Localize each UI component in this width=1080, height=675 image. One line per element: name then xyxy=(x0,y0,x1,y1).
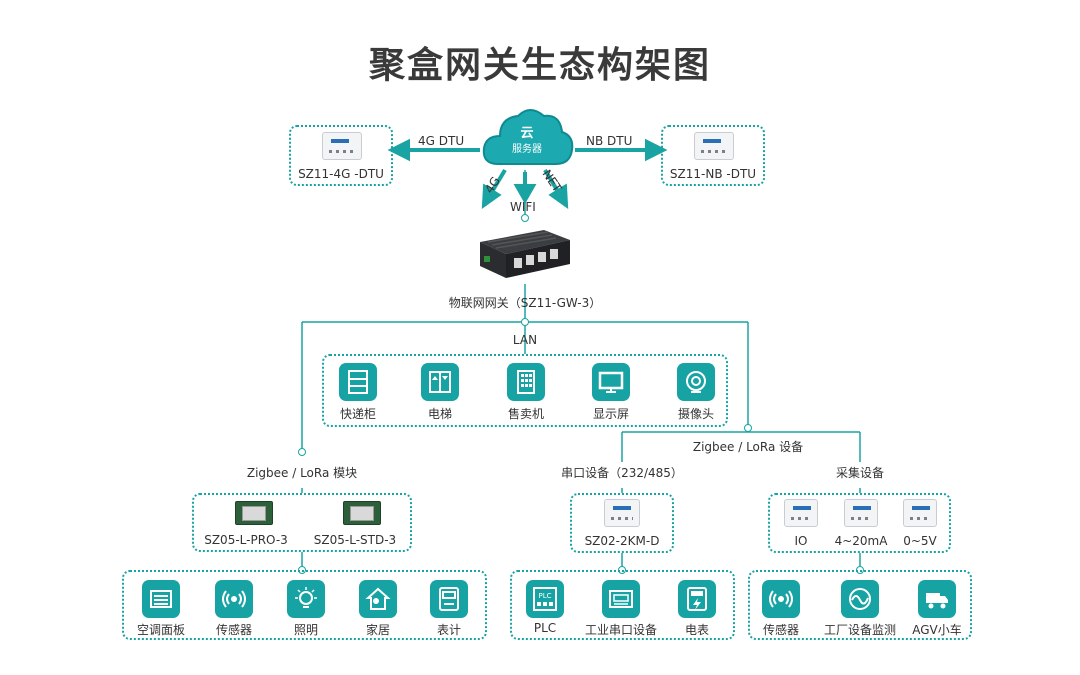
dtu-nb-box xyxy=(661,125,765,186)
elevator-icon xyxy=(421,363,459,401)
connector-node xyxy=(744,424,752,432)
dtu-4g-device xyxy=(322,132,362,160)
connector-node xyxy=(298,448,306,456)
power-meter-icon xyxy=(678,580,716,618)
serial-device xyxy=(604,499,640,527)
serial-device-icon xyxy=(602,580,640,618)
acquisition-device-4-20ma xyxy=(844,499,878,527)
link-label-4g-dtu: 4G DTU xyxy=(418,134,465,148)
connector-node xyxy=(521,214,529,222)
serial-group-label: 串口设备（232/485） xyxy=(561,466,683,480)
lan-item-label: 摄像头 xyxy=(677,407,715,421)
dtu-nb-device xyxy=(694,132,734,160)
module-group-box xyxy=(192,493,412,552)
acquisition-item-label: AGV小车 xyxy=(912,623,962,637)
acquisition-items-box xyxy=(748,570,972,640)
module-item-label: 照明 xyxy=(293,623,319,637)
module-item-label: 表计 xyxy=(436,623,462,637)
module-std xyxy=(343,501,381,525)
cloud-icon xyxy=(482,109,574,165)
acquisition-device-label: 0~5V xyxy=(903,534,937,548)
acquisition-item-label: 工厂设备监测 xyxy=(823,623,897,637)
svg-text:PLC: PLC xyxy=(538,592,551,600)
acquisition-device-label: IO xyxy=(794,534,808,548)
lightbulb-icon xyxy=(287,580,325,618)
serial-items-box xyxy=(510,570,735,640)
cloud-label-1: 云 xyxy=(520,126,534,141)
module-std-label: SZ05-L-STD-3 xyxy=(313,533,397,547)
locker-icon xyxy=(339,363,377,401)
module-pro-label: SZ05-L-PRO-3 xyxy=(204,533,288,547)
vending-machine-icon xyxy=(507,363,545,401)
sensor-icon xyxy=(215,580,253,618)
serial-item-label: 电表 xyxy=(684,623,710,637)
module-item-label: 家居 xyxy=(365,623,391,637)
module-item-label: 传感器 xyxy=(215,623,253,637)
lan-item-label: 电梯 xyxy=(427,407,453,421)
acquisition-device-label: 4~20mA xyxy=(834,534,888,548)
camera-icon xyxy=(677,363,715,401)
ac-panel-icon xyxy=(142,580,180,618)
module-devices-box xyxy=(122,570,487,640)
connector-node xyxy=(521,318,529,326)
meter-icon xyxy=(430,580,468,618)
serial-device-label: SZ02-2KM-D xyxy=(584,534,660,548)
acquisition-devices-box xyxy=(768,493,951,553)
acquisition-device-io xyxy=(784,499,818,527)
serial-device-box xyxy=(570,493,674,553)
acquisition-device-0-5v xyxy=(903,499,937,527)
sensor-icon xyxy=(762,580,800,618)
module-pro xyxy=(235,501,273,525)
dtu-4g-box xyxy=(289,125,393,186)
page-title: 聚盒网关生态构架图 xyxy=(368,45,711,86)
link-label-nb-dtu: NB DTU xyxy=(586,134,633,148)
module-group-label: Zigbee / LoRa 模块 xyxy=(246,466,358,480)
serial-item-label: 工业串口设备 xyxy=(584,623,658,637)
lan-group-box xyxy=(322,354,728,427)
monitor-icon xyxy=(592,363,630,401)
zigbee-devices-label: Zigbee / LoRa 设备 xyxy=(688,438,808,455)
serial-item-label: PLC xyxy=(533,621,557,635)
acquisition-item-label: 传感器 xyxy=(762,623,800,637)
cloud-label-2: 服务器 xyxy=(512,144,542,155)
waveform-icon xyxy=(841,580,879,618)
home-icon xyxy=(359,580,397,618)
uplink-label-wifi: WIFI xyxy=(510,200,536,214)
cloud-server: 云 服务器 xyxy=(478,102,576,174)
agv-truck-icon xyxy=(918,580,956,618)
lan-label: LAN xyxy=(512,333,538,347)
gateway-label: 物联网网关（SZ11-GW-3） xyxy=(448,296,602,310)
gateway-device xyxy=(474,224,574,284)
lan-item-label: 售卖机 xyxy=(507,407,545,421)
dtu-nb-label: SZ11-NB -DTU xyxy=(669,167,757,181)
acquisition-group-label: 采集设备 xyxy=(835,466,885,480)
module-item-label: 空调面板 xyxy=(136,623,186,637)
lan-item-label: 显示屏 xyxy=(592,407,630,421)
lan-item-label: 快递柜 xyxy=(339,407,377,421)
dtu-4g-label: SZ11-4G -DTU xyxy=(298,167,384,181)
plc-icon: PLC xyxy=(526,580,564,618)
